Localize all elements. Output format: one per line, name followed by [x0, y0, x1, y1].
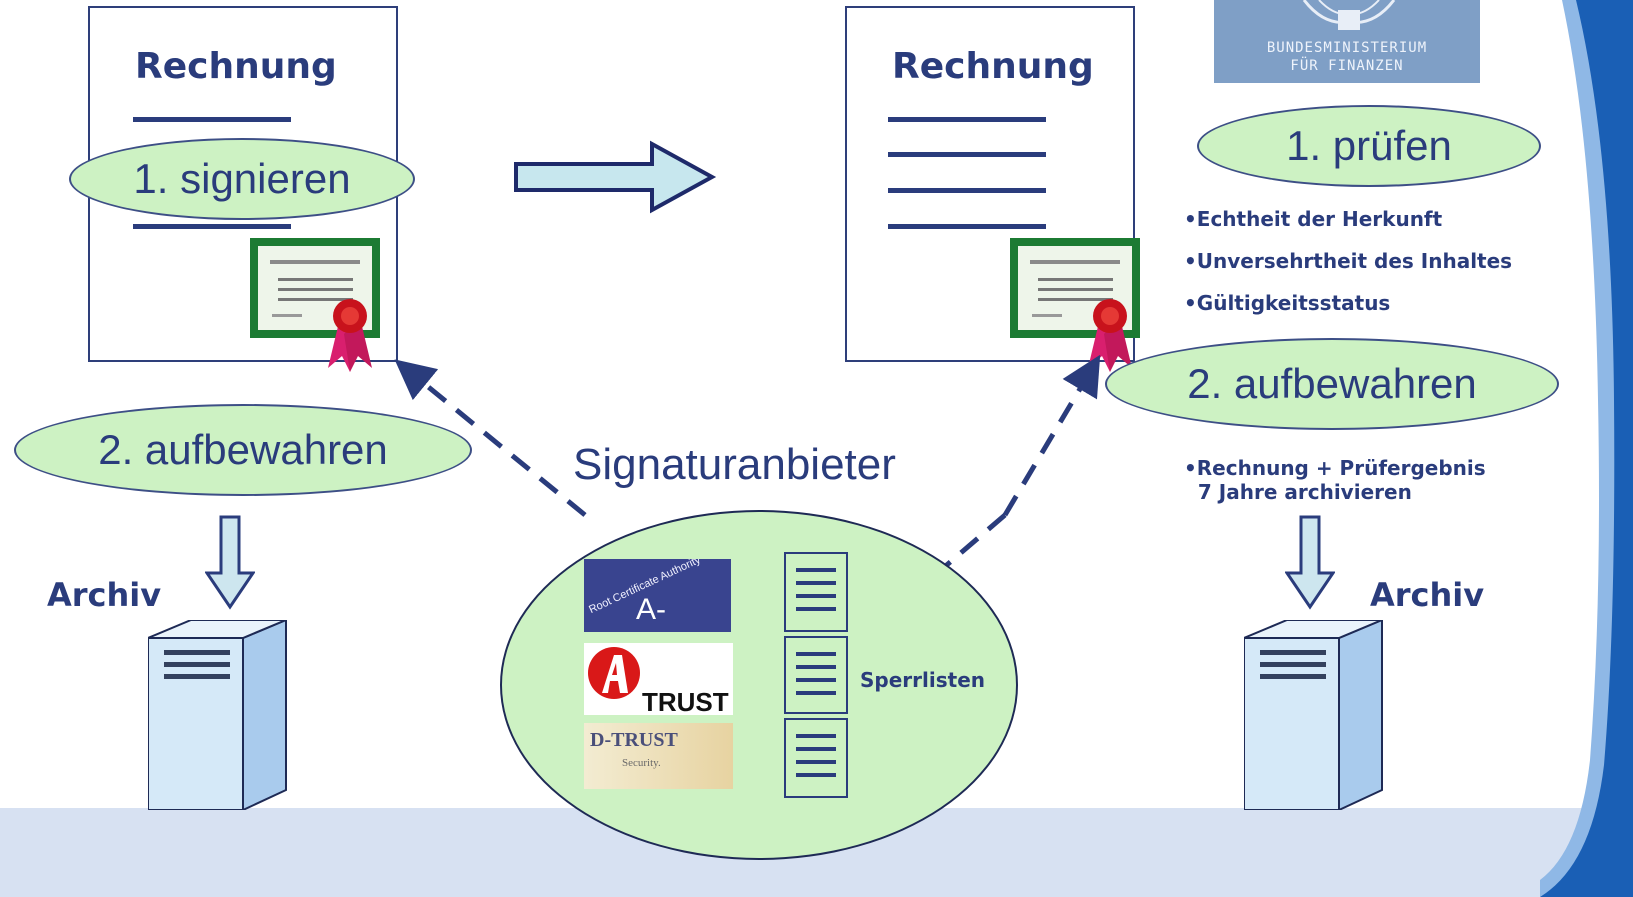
server-icon: [148, 620, 287, 810]
server-icon: [1244, 620, 1383, 810]
provider-title: Signaturanbieter: [573, 440, 896, 489]
archive-label-left: Archiv: [47, 576, 162, 614]
left-invoice-title: Rechnung: [135, 46, 337, 87]
dtrust-logo: D-TRUST Security.: [584, 723, 733, 789]
corner-swoosh: [1540, 0, 1633, 897]
archive-note: •Rechnung + Prüfergebnis 7 Jahre archivi…: [1184, 456, 1486, 504]
certificate-icon: [250, 238, 380, 372]
revocation-list-document: [784, 718, 848, 798]
step-check-oval: 1. prüfen: [1197, 105, 1541, 187]
atrust-mark-icon: [588, 647, 640, 699]
check-point-2: •Unversehrtheit des Inhaltes: [1184, 249, 1513, 273]
text-line: [888, 224, 1046, 229]
text-line: [888, 188, 1046, 193]
step-store-oval-left: 2. aufbewahren: [14, 404, 472, 496]
transfer-arrow-icon: [514, 140, 717, 214]
revocation-list-label: Sperrlisten: [860, 668, 985, 692]
atrust-logo: TRUST: [584, 643, 733, 717]
step-check-label: 1. prüfen: [1286, 122, 1452, 169]
down-arrow-icon: [1285, 515, 1335, 610]
text-line: [888, 152, 1046, 157]
right-invoice-title: Rechnung: [892, 46, 1094, 87]
dtrust-logo-subtext: Security.: [622, 757, 661, 769]
eagle-emblem-icon: [1302, 0, 1396, 30]
step-store-oval-right: 2. aufbewahren: [1105, 338, 1559, 430]
atrust-logo-text: TRUST: [642, 687, 729, 717]
dashed-arrow-to-right-certificate: [1002, 354, 1101, 517]
step-sign-label: 1. signieren: [133, 155, 351, 202]
text-line: [133, 224, 291, 229]
down-arrow-icon: [205, 515, 255, 610]
acert-logo-text: A-CERT: [636, 593, 717, 632]
check-point-1: •Echtheit der Herkunft: [1184, 207, 1443, 231]
certificate-icon: [1010, 238, 1140, 372]
step-sign-oval: 1. signieren: [69, 138, 415, 220]
text-line: [888, 117, 1046, 122]
acert-logo: Root Certificate Authority A-CERT: [584, 559, 731, 632]
text-line: [133, 117, 291, 122]
ministry-logo-line1: BUNDESMINISTERIUM: [1266, 40, 1428, 56]
ministry-logo-line2: FÜR FINANZEN: [1290, 58, 1404, 74]
check-point-3: •Gültigkeitsstatus: [1184, 291, 1391, 315]
revocation-list-document: [784, 636, 848, 714]
dtrust-logo-text: D-TRUST: [590, 729, 678, 751]
archive-label-right: Archiv: [1370, 576, 1485, 614]
revocation-list-document: [784, 552, 848, 632]
ministry-logo: BUNDESMINISTERIUM FÜR FINANZEN: [1214, 0, 1480, 83]
dashed-arrow-to-left-certificate: [394, 359, 587, 517]
step-store-label-left: 2. aufbewahren: [98, 426, 388, 473]
step-store-label-right: 2. aufbewahren: [1187, 360, 1477, 407]
